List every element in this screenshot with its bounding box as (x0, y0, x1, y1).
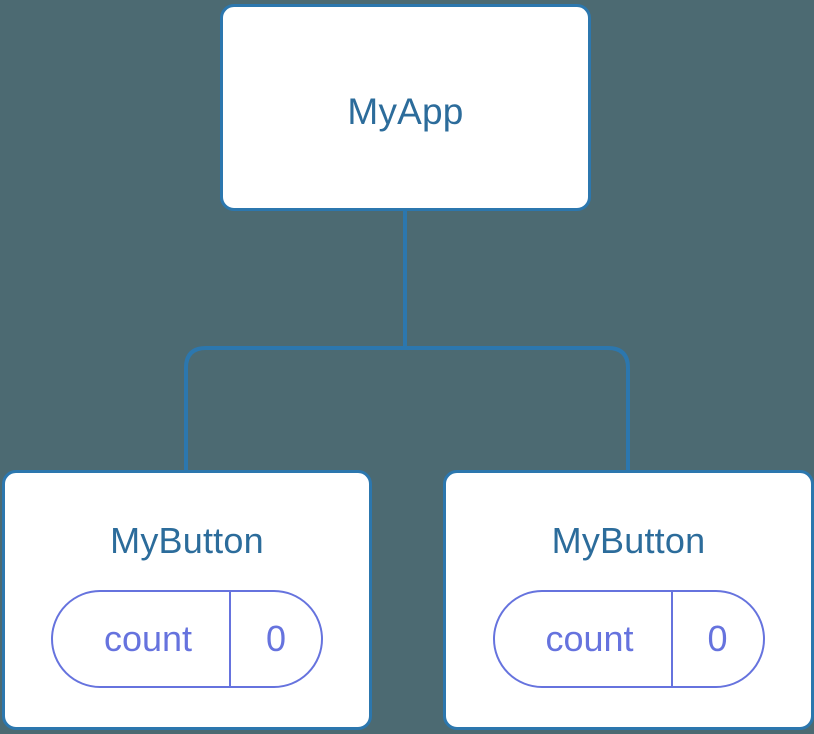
node-mybutton-1-label: MyButton (110, 520, 264, 561)
state-pill-count-2[interactable]: count 0 (492, 590, 765, 688)
state-pill-key-2: count (545, 618, 634, 659)
node-mybutton-1[interactable]: MyButton count 0 (2, 470, 372, 730)
state-pill-count-1[interactable]: count 0 (51, 590, 323, 688)
state-pill-key-1: count (103, 618, 193, 659)
edge-to-right-child (405, 346, 630, 472)
edge-to-left-child (184, 346, 405, 472)
state-pill-value-1: 0 (229, 592, 321, 686)
node-myapp-label: MyApp (347, 91, 464, 132)
node-mybutton-2-label: MyButton (551, 520, 706, 561)
state-pill-value-2: 0 (670, 592, 763, 686)
node-myapp[interactable]: MyApp (220, 4, 591, 211)
node-mybutton-2[interactable]: MyButton count 0 (443, 470, 814, 730)
